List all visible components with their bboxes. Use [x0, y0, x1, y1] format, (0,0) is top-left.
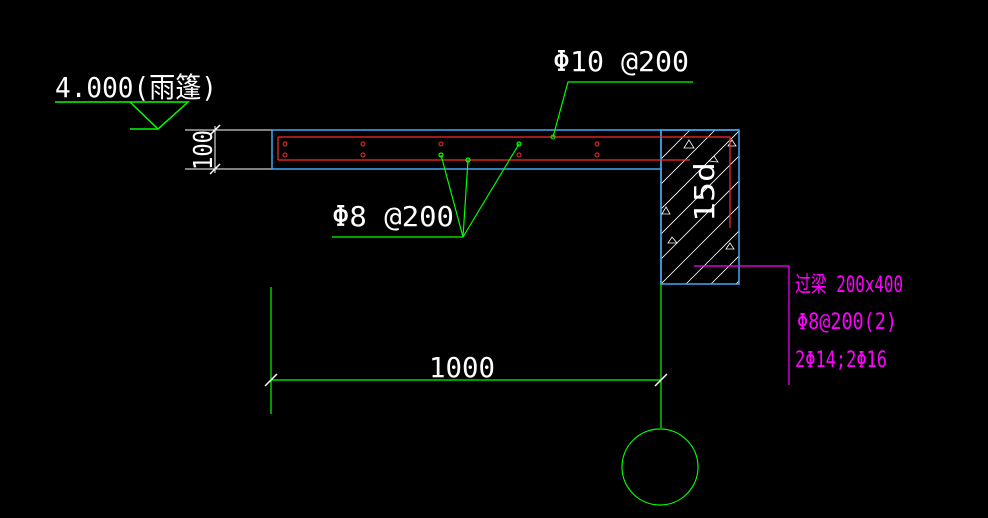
dist-rebar-leader [332, 141, 522, 238]
elevation-marker: 4.000(雨篷) [55, 71, 217, 130]
beam-callout-line1: 过梁 200x400 [795, 273, 903, 298]
beam-callout-line3: 2Φ14;2Φ16 [795, 348, 887, 373]
rebar [277, 136, 731, 228]
beam-callout-line2: Φ8@200(2) [797, 310, 897, 335]
canopy-slab [271, 129, 739, 170]
top-rebar-leader: Φ10 @200 [550, 45, 693, 140]
dist-rebar-label: Φ8 @200 [332, 200, 454, 233]
beam-callout: 过梁 200x400 Φ8@200(2) 2Φ14;2Φ16 [795, 273, 903, 373]
top-rebar-line [278, 136, 731, 228]
beam-hatch [661, 130, 739, 284]
elevation-symbol-left-leg [130, 102, 188, 129]
span-dimension [264, 284, 668, 428]
elevation-triangle-side [129, 101, 159, 130]
thickness-dimension: 100 [185, 124, 272, 175]
axis-bubble [621, 428, 699, 506]
top-rebar-label: Φ10 @200 [553, 45, 689, 78]
span-dimension-label: 1000 [429, 351, 495, 384]
elevation-symbol [55, 101, 190, 130]
beam-callout-leader [694, 265, 790, 385]
slab-thickness-label: 100 [189, 130, 219, 170]
elevation-label: 4.000(雨篷) [55, 71, 217, 104]
aggregate-marks [661, 139, 737, 250]
lintel-beam-section [660, 129, 740, 285]
rebar-dots [282, 141, 600, 158]
anchor-length-label: 15d [688, 162, 721, 222]
